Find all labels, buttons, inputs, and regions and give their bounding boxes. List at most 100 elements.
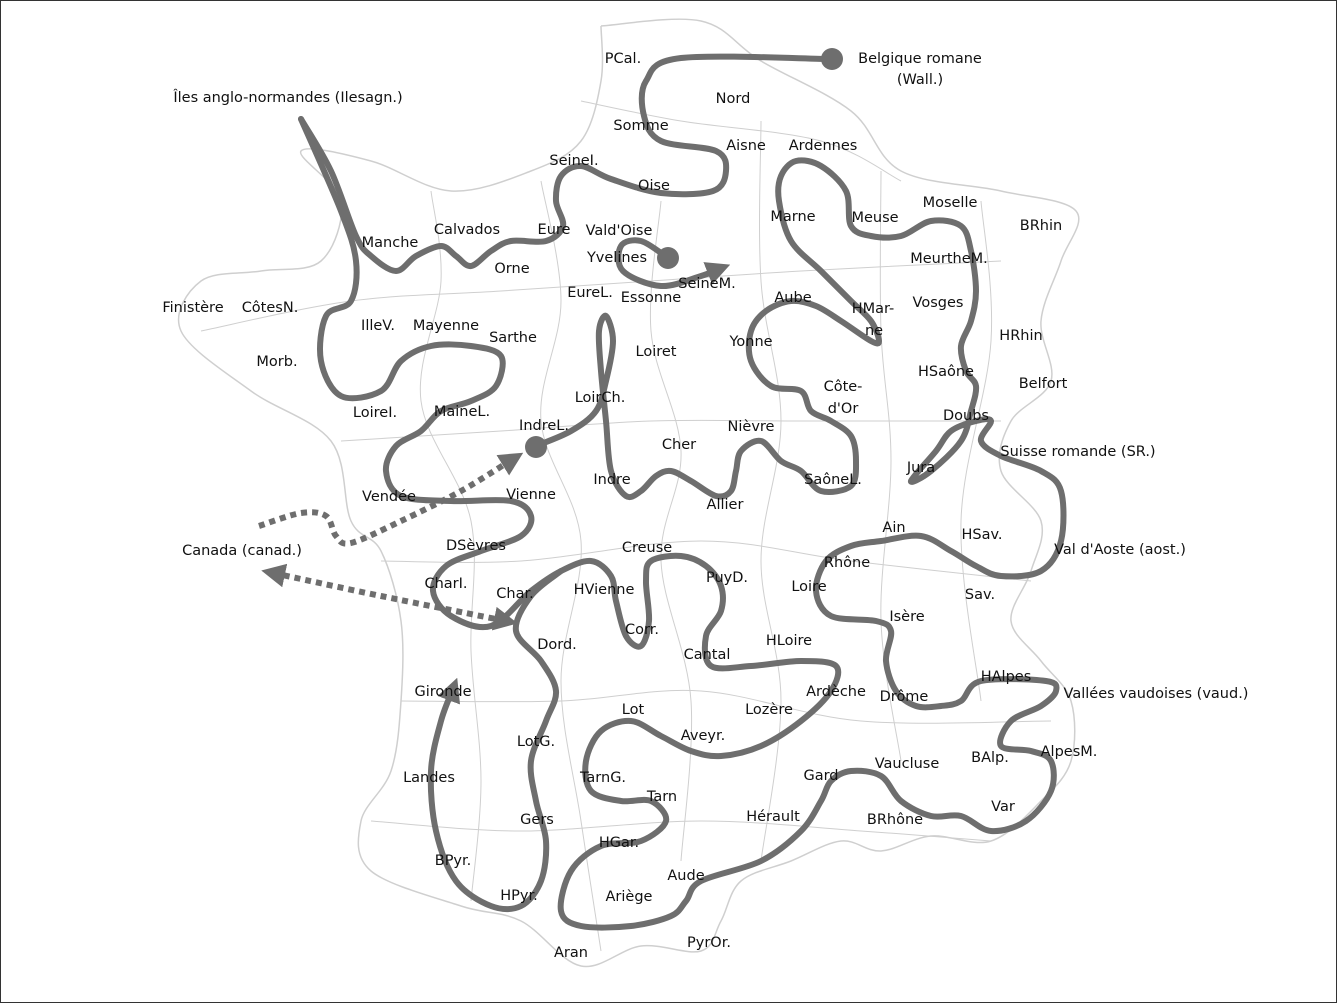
department-label: HVienne	[573, 581, 635, 598]
department-label: Hérault	[746, 808, 800, 825]
route-canada-dotted	[258, 452, 524, 547]
department-label: IlleV.	[361, 317, 395, 334]
department-label: HRhin	[999, 327, 1043, 344]
department-label: Aveyr.	[680, 727, 726, 744]
variety-label: Canada (canad.)	[182, 542, 302, 559]
department-label: BRhin	[1019, 217, 1063, 234]
department-label: Isère	[889, 608, 925, 625]
department-boundary	[200, 260, 1002, 332]
variety-label: (Wall.)	[896, 71, 944, 88]
variety-label: Val d'Aoste (aost.)	[1054, 541, 1186, 558]
department-label: Allier	[706, 496, 744, 513]
department-label: Finistère	[162, 299, 224, 316]
department-label: BAlp.	[971, 749, 1009, 766]
department-label: HSaône	[918, 363, 974, 380]
route-canada-char-dotted	[261, 563, 518, 631]
department-label: DSèvres	[446, 537, 506, 554]
department-label: AlpesM.	[1040, 743, 1098, 760]
department-label: Loiret	[635, 343, 677, 360]
department-boundary	[370, 820, 992, 842]
department-boundary	[759, 120, 782, 862]
department-label: Sarthe	[489, 329, 537, 346]
department-label: Vaucluse	[874, 755, 940, 772]
department-label: PyrOr.	[687, 934, 731, 951]
variety-label: Suisse romande (SR.)	[1000, 443, 1156, 460]
department-label: Belfort	[1018, 375, 1068, 392]
department-boundary	[400, 689, 1052, 724]
route-seinem-arrow	[615, 237, 731, 290]
route-endpoint-dot	[821, 48, 843, 70]
department-boundary	[580, 100, 902, 182]
department-label: Sav.	[964, 586, 996, 603]
department-label: Gard	[803, 767, 839, 784]
department-boundary	[380, 540, 1032, 582]
department-label: Marne	[770, 208, 816, 225]
department-label: Aran	[554, 944, 588, 961]
department-label: PCal.	[604, 50, 642, 67]
department-label: Ain	[882, 519, 906, 536]
department-label: Gironde	[414, 683, 472, 700]
department-boundary	[340, 419, 1001, 442]
department-label: Nord	[715, 90, 751, 107]
department-label: Orne	[494, 260, 530, 277]
department-label: Côte-	[823, 378, 863, 395]
department-label: BRhône	[866, 811, 924, 828]
department-label: MaineL.	[433, 403, 491, 420]
department-label: HSav.	[961, 526, 1003, 543]
department-label: Moselle	[922, 194, 978, 211]
department-label: HGar.	[598, 834, 640, 851]
department-label: IndreL.	[519, 417, 569, 434]
department-boundary	[419, 190, 482, 902]
department-label: Essonne	[620, 289, 682, 306]
department-label: Yvelines	[586, 249, 648, 266]
department-label: SeineI.	[549, 152, 599, 169]
department-label: Vald'Oise	[585, 222, 653, 239]
department-label: Cantal	[683, 646, 731, 663]
department-label: Vienne	[506, 486, 556, 503]
department-label: EureL.	[567, 284, 613, 301]
department-label: Landes	[403, 769, 455, 786]
route-endpoint-dot	[657, 247, 679, 269]
france-outline	[177, 18, 1080, 968]
department-label: LotG.	[516, 733, 556, 750]
department-boundary	[540, 180, 602, 952]
department-label: Vosges	[912, 294, 964, 311]
department-label: Dord.	[537, 636, 577, 653]
department-label: HMar-	[851, 300, 895, 317]
department-label: Corr.	[625, 621, 659, 638]
variety-label: Vallées vaudoises (vaud.)	[1063, 685, 1249, 702]
department-label: Char.	[496, 585, 534, 602]
department-label: Gers	[520, 811, 554, 828]
department-label: Lozère	[745, 701, 793, 718]
department-label: LoireI.	[352, 404, 398, 421]
department-label: ne	[864, 322, 884, 339]
department-label: Ardèche	[806, 683, 866, 700]
department-boundary	[649, 200, 693, 862]
department-label: Tarn	[646, 788, 678, 805]
department-label: TarnG.	[579, 769, 627, 786]
department-label: Var	[991, 798, 1015, 815]
variety-label: Belgique romane	[858, 50, 982, 67]
department-label: Jura	[906, 459, 936, 476]
department-label: MeurtheM.	[910, 250, 988, 267]
department-label: Morb.	[256, 353, 298, 370]
department-label: Calvados	[433, 221, 501, 238]
department-label: d'Or	[827, 400, 859, 417]
department-label: CôtesN.	[241, 299, 299, 316]
department-label: CharI.	[424, 575, 468, 592]
department-label: Oise	[638, 177, 670, 194]
department-label: BPyr.	[434, 852, 472, 869]
department-label: Manche	[361, 234, 419, 251]
department-label: Rhône	[823, 554, 871, 571]
department-label: Vendée	[362, 488, 416, 505]
route-endpoint-dot	[525, 436, 547, 458]
department-label: Lot	[621, 701, 645, 718]
department-label: HAlpes	[980, 668, 1032, 685]
department-label: HLoire	[765, 632, 813, 649]
department-label: Ardennes	[788, 137, 858, 154]
department-label: Nièvre	[727, 418, 775, 435]
department-label: Eure	[537, 221, 571, 238]
department-label: Aude	[667, 867, 705, 884]
